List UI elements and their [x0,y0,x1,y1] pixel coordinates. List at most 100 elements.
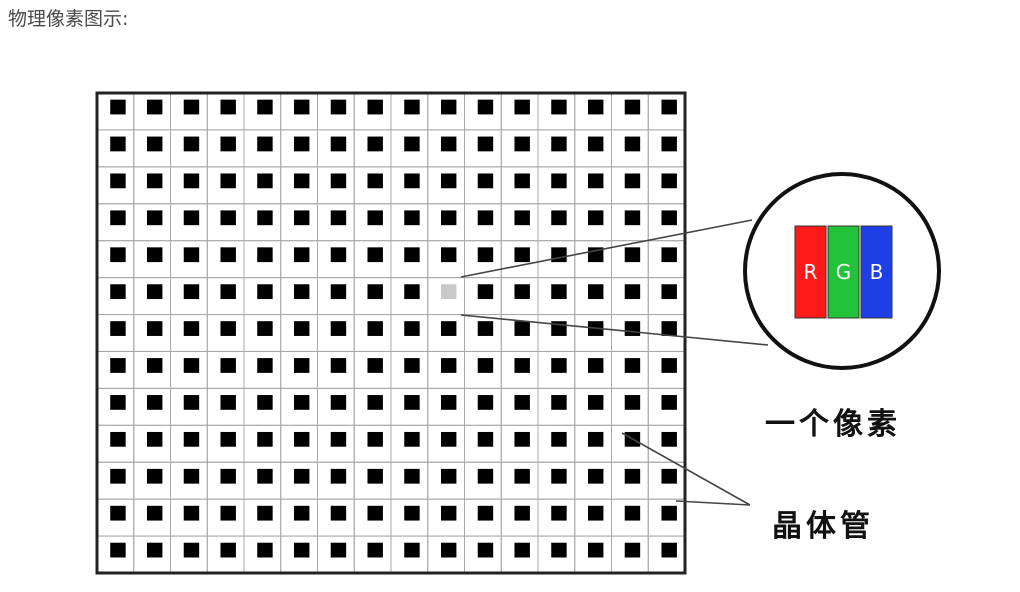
transistor-square [146,321,163,336]
transistor-square [146,284,163,300]
transistor-square [514,431,530,447]
transistor-square [146,173,163,189]
transistor-square [146,431,163,447]
transistor-square [661,136,677,152]
transistor-square [477,136,494,152]
transistor-square [514,136,530,152]
transistor-square [404,173,420,189]
subpixel-g [827,225,860,319]
transistor-square [293,505,310,521]
transistor-square [293,99,310,115]
transistor-square [257,505,273,521]
transistor-square [404,431,420,447]
transistor-square [330,395,347,410]
transistor-square [183,247,200,263]
transistor-square [183,173,200,189]
page-heading: 物理像素图示: [8,8,129,30]
transistor-square [477,321,494,336]
transistor-square [110,542,126,558]
transistor-square [440,99,457,115]
transistor-square [514,247,530,263]
transistor-square [404,247,420,263]
transistor-square [551,505,567,521]
transistor-square [477,431,494,447]
transistor-square [220,210,236,226]
transistor-square [440,431,457,447]
transistor-square [183,321,200,336]
subpixel-b [860,225,893,319]
transistor-square [440,505,457,521]
transistor-square [624,99,641,115]
transistor-square [367,136,383,152]
transistor-square [367,99,383,115]
transistor-square [183,284,200,300]
transistor-square [110,99,126,115]
transistor-square [587,395,604,410]
transistor-square [404,136,420,152]
transistor-square [440,358,457,373]
transistor-square [624,395,641,410]
transistor-square [551,99,567,115]
transistor-square [367,247,383,263]
transistor-square [293,173,310,189]
transistor-square [587,210,604,226]
transistor-square [661,395,677,410]
transistor-square [440,247,457,263]
transistor-square [330,136,347,152]
transistor-square [661,321,677,336]
transistor-square [367,431,383,447]
transistor-square [440,395,457,410]
transistor-square [330,247,347,263]
transistor-square [661,247,677,263]
transistor-square [110,173,126,189]
transistor-square [477,99,494,115]
transistor-square [367,542,383,558]
transistor-square [661,542,677,558]
transistor-square [624,136,641,152]
subpixel-letter-b: B [870,260,884,284]
transistor-square [257,173,273,189]
transistor-square [587,431,604,447]
magnifier-leader-top [460,219,753,278]
transistor-square [477,468,494,484]
transistor-square [404,99,420,115]
transistor-square [624,247,641,263]
transistor-square [514,358,530,373]
transistor-square [551,284,567,300]
transistor-square [220,321,236,336]
transistor-square [514,542,530,558]
transistor-square [624,505,641,521]
transistor-square [514,505,530,521]
transistor-square [404,284,420,300]
transistor-square [293,284,310,300]
transistor-square [551,247,567,263]
transistor-square [110,431,126,447]
transistor-square [146,505,163,521]
transistor-square [330,468,347,484]
transistor-square [257,321,273,336]
transistor-square [587,284,604,300]
transistor-square [551,468,567,484]
transistor-square [551,210,567,226]
transistor-leader-top [621,432,751,506]
transistor-square [514,395,530,410]
transistor-square [257,210,273,226]
transistor-square [587,542,604,558]
grid-frame [95,91,687,575]
transistor-square [110,247,126,263]
transistor-square [367,505,383,521]
transistor-square [330,210,347,226]
transistor-square [110,321,126,336]
transistor-square [367,358,383,373]
transistor-square [440,136,457,152]
transistor-square [587,136,604,152]
transistor-square [146,468,163,484]
transistor-square [146,99,163,115]
transistor-square [146,542,163,558]
transistor-square [293,321,310,336]
transistor-square [551,136,567,152]
transistor-square [257,468,273,484]
transistor-square [404,321,420,336]
transistor-square [404,542,420,558]
